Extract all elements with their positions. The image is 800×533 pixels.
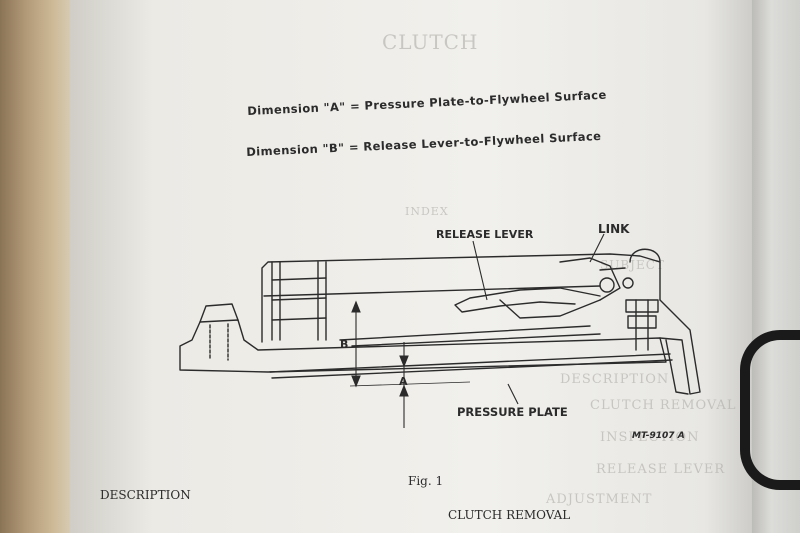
ghost-line: INSPECTION: [600, 430, 700, 445]
dimension-b-label: B: [340, 338, 349, 351]
eyebolt: [629, 248, 661, 351]
figure-caption: Fig. 1: [408, 474, 444, 488]
ghost-line: DESCRIPTION: [560, 372, 670, 387]
ghost-line: ADJUSTMENT: [546, 492, 653, 507]
description-heading: DESCRIPTION: [100, 488, 191, 502]
ghost-title: CLUTCH: [382, 30, 479, 54]
figure-code: MT-9107 A: [632, 431, 685, 441]
ghost-line: CLUTCH REMOVAL: [590, 398, 737, 413]
dimension-a-label: A: [399, 375, 408, 388]
pressure-plate: [269, 353, 673, 379]
cable: [740, 330, 800, 490]
facing-page: [752, 0, 800, 533]
clutch-cover: [261, 253, 661, 343]
ghost-line: INDEX: [405, 205, 449, 218]
book-edge: [0, 0, 75, 533]
pressure-spring: [271, 261, 327, 341]
book-page: [70, 0, 760, 533]
release-lever-label: RELEASE LEVER: [436, 228, 534, 241]
link: [559, 257, 626, 301]
pressure-plate-label: PRESSURE PLATE: [457, 405, 568, 419]
clutch-removal-heading: CLUTCH REMOVAL: [448, 508, 571, 522]
release-lever: [454, 287, 601, 313]
link-label: LINK: [598, 222, 630, 236]
ghost-line: RELEASE LEVER: [596, 462, 726, 477]
flywheel-bolt: [199, 303, 239, 323]
